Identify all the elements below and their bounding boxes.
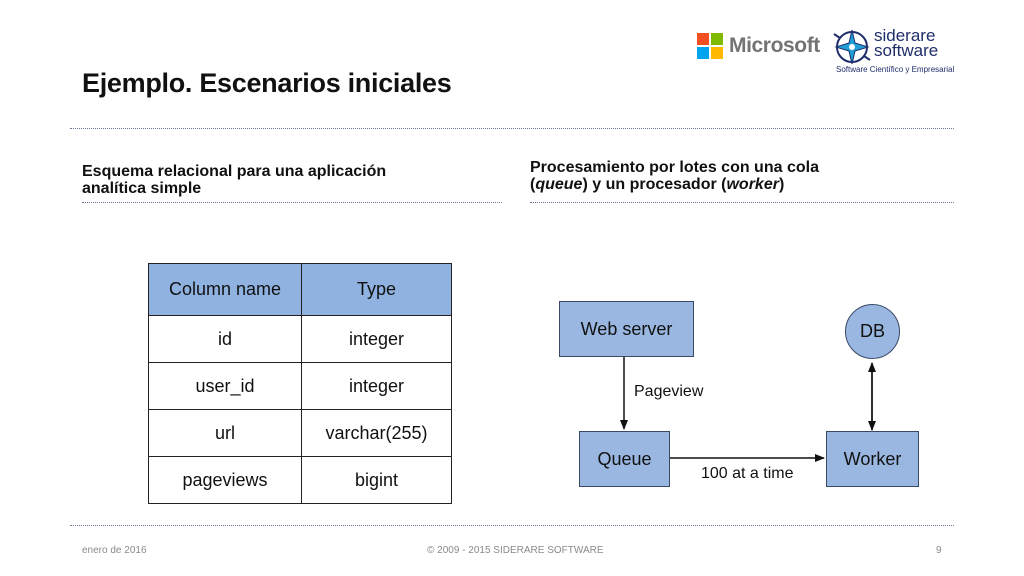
siderare-name-line1: siderare xyxy=(874,26,936,45)
column-header-name: Column name xyxy=(148,263,302,316)
microsoft-logo: Microsoft xyxy=(697,33,820,59)
left-section-heading: Esquema relacional para una aplicación a… xyxy=(82,163,502,197)
schema-table: Column name Type id integer user_id inte… xyxy=(148,263,452,504)
table-row: user_id integer xyxy=(148,362,452,410)
left-heading-divider xyxy=(82,202,502,203)
left-heading-line1: Esquema relacional para una aplicación xyxy=(82,163,387,180)
siderare-star-icon xyxy=(833,29,871,65)
right-section-heading: Procesamiento por lotes con una cola (qu… xyxy=(530,159,950,193)
node-web-server: Web server xyxy=(559,301,694,357)
cell-type: integer xyxy=(301,315,452,363)
table-row: id integer xyxy=(148,315,452,363)
edge-label-batch: 100 at a time xyxy=(701,465,794,482)
siderare-logo: siderare software Software Científico y … xyxy=(832,26,960,78)
footer-page-number: 9 xyxy=(936,545,942,556)
cell-type: varchar(255) xyxy=(301,409,452,457)
siderare-name-line2: software xyxy=(874,41,939,60)
cell-type: bigint xyxy=(301,456,452,504)
right-heading-line2: (queue) y un procesador (worker) xyxy=(530,176,785,193)
cell-column-name: id xyxy=(148,315,302,363)
right-heading-divider xyxy=(530,202,954,203)
cell-column-name: user_id xyxy=(148,362,302,410)
table-row: pageviews bigint xyxy=(148,456,452,504)
table-header-row: Column name Type xyxy=(148,263,452,316)
header-divider xyxy=(70,128,954,129)
column-header-type: Type xyxy=(301,263,452,316)
slide-title: Ejemplo. Escenarios iniciales xyxy=(82,68,452,98)
edge-label-pageview: Pageview xyxy=(634,383,704,400)
node-queue: Queue xyxy=(579,431,670,487)
siderare-tagline: Software Científico y Empresarial xyxy=(836,65,955,74)
right-heading-line1: Procesamiento por lotes con una cola xyxy=(530,159,819,176)
left-heading-line2: analítica simple xyxy=(82,180,202,197)
microsoft-squares-icon xyxy=(697,33,723,59)
table-row: url varchar(255) xyxy=(148,409,452,457)
cell-column-name: url xyxy=(148,409,302,457)
worker-term: worker xyxy=(726,176,779,193)
footer-copyright: © 2009 - 2015 SIDERARE SOFTWARE xyxy=(427,545,604,556)
footer-divider xyxy=(70,525,954,526)
cell-type: integer xyxy=(301,362,452,410)
footer-date: enero de 2016 xyxy=(82,545,147,556)
queue-term: queue xyxy=(535,176,583,193)
node-db: DB xyxy=(845,304,900,359)
cell-column-name: pageviews xyxy=(148,456,302,504)
microsoft-logo-text: Microsoft xyxy=(729,34,820,57)
node-worker: Worker xyxy=(826,431,919,487)
